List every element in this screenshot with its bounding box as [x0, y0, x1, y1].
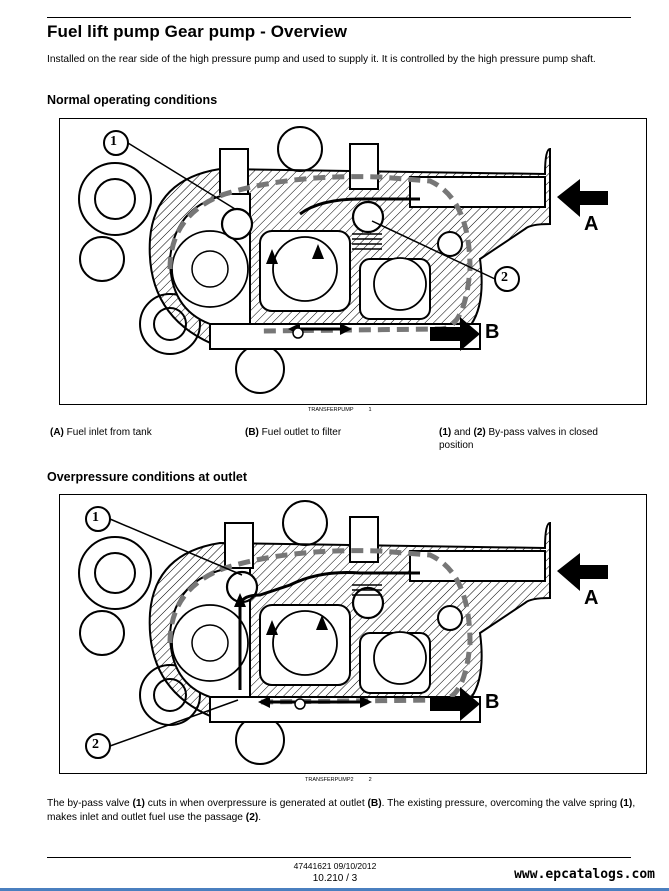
overpressure-explanation: The by-pass valve (1) cuts in when overp… [47, 798, 636, 823]
callout-1: 1 [92, 510, 99, 525]
intro-text: Installed on the rear side of the high p… [47, 54, 596, 65]
figure-caption-number: 2 [368, 777, 372, 783]
figure-caption-2: TRANSFERPUMP2 2 [305, 777, 372, 783]
bottom-bar [0, 888, 669, 891]
arrow-b-label: B [485, 691, 500, 713]
figure-caption-1: TRANSFERPUMP 1 [308, 407, 372, 413]
page-number: 10.210 / 3 [312, 873, 358, 884]
arrow-a-label: A [584, 587, 599, 609]
top-rule [47, 17, 631, 18]
section-heading-overpressure: Overpressure conditions at outlet [47, 470, 248, 484]
pump-diagram-normal [78, 126, 608, 394]
figure-caption-name: TRANSFERPUMP2 [305, 777, 354, 783]
callout-2: 2 [501, 270, 508, 285]
footer-rule [47, 857, 631, 858]
arrow-a-label: A [584, 213, 599, 235]
page-title: Fuel lift pump Gear pump - Overview [47, 22, 348, 41]
figure-caption-name: TRANSFERPUMP [308, 407, 354, 413]
callout-1: 1 [110, 134, 117, 149]
caption-bypass-valves: (1) and (2) By-pass valves in closed pos… [439, 427, 598, 451]
figure-normal-operation: 1 2 A B [59, 118, 647, 405]
figure-caption-number: 1 [368, 407, 372, 413]
watermark: www.epcatalogs.com [514, 867, 655, 882]
caption-inlet: (A) Fuel inlet from tank [50, 427, 152, 438]
section-heading-normal: Normal operating conditions [47, 93, 218, 107]
caption-outlet: (B) Fuel outlet to filter [245, 427, 342, 438]
doc-id: 47441621 09/10/2012 [293, 861, 377, 871]
arrow-b-label: B [485, 321, 500, 343]
callout-2: 2 [92, 737, 99, 752]
figure-overpressure: 1 2 A B [59, 494, 647, 774]
pump-diagram-overpressure [78, 500, 608, 765]
